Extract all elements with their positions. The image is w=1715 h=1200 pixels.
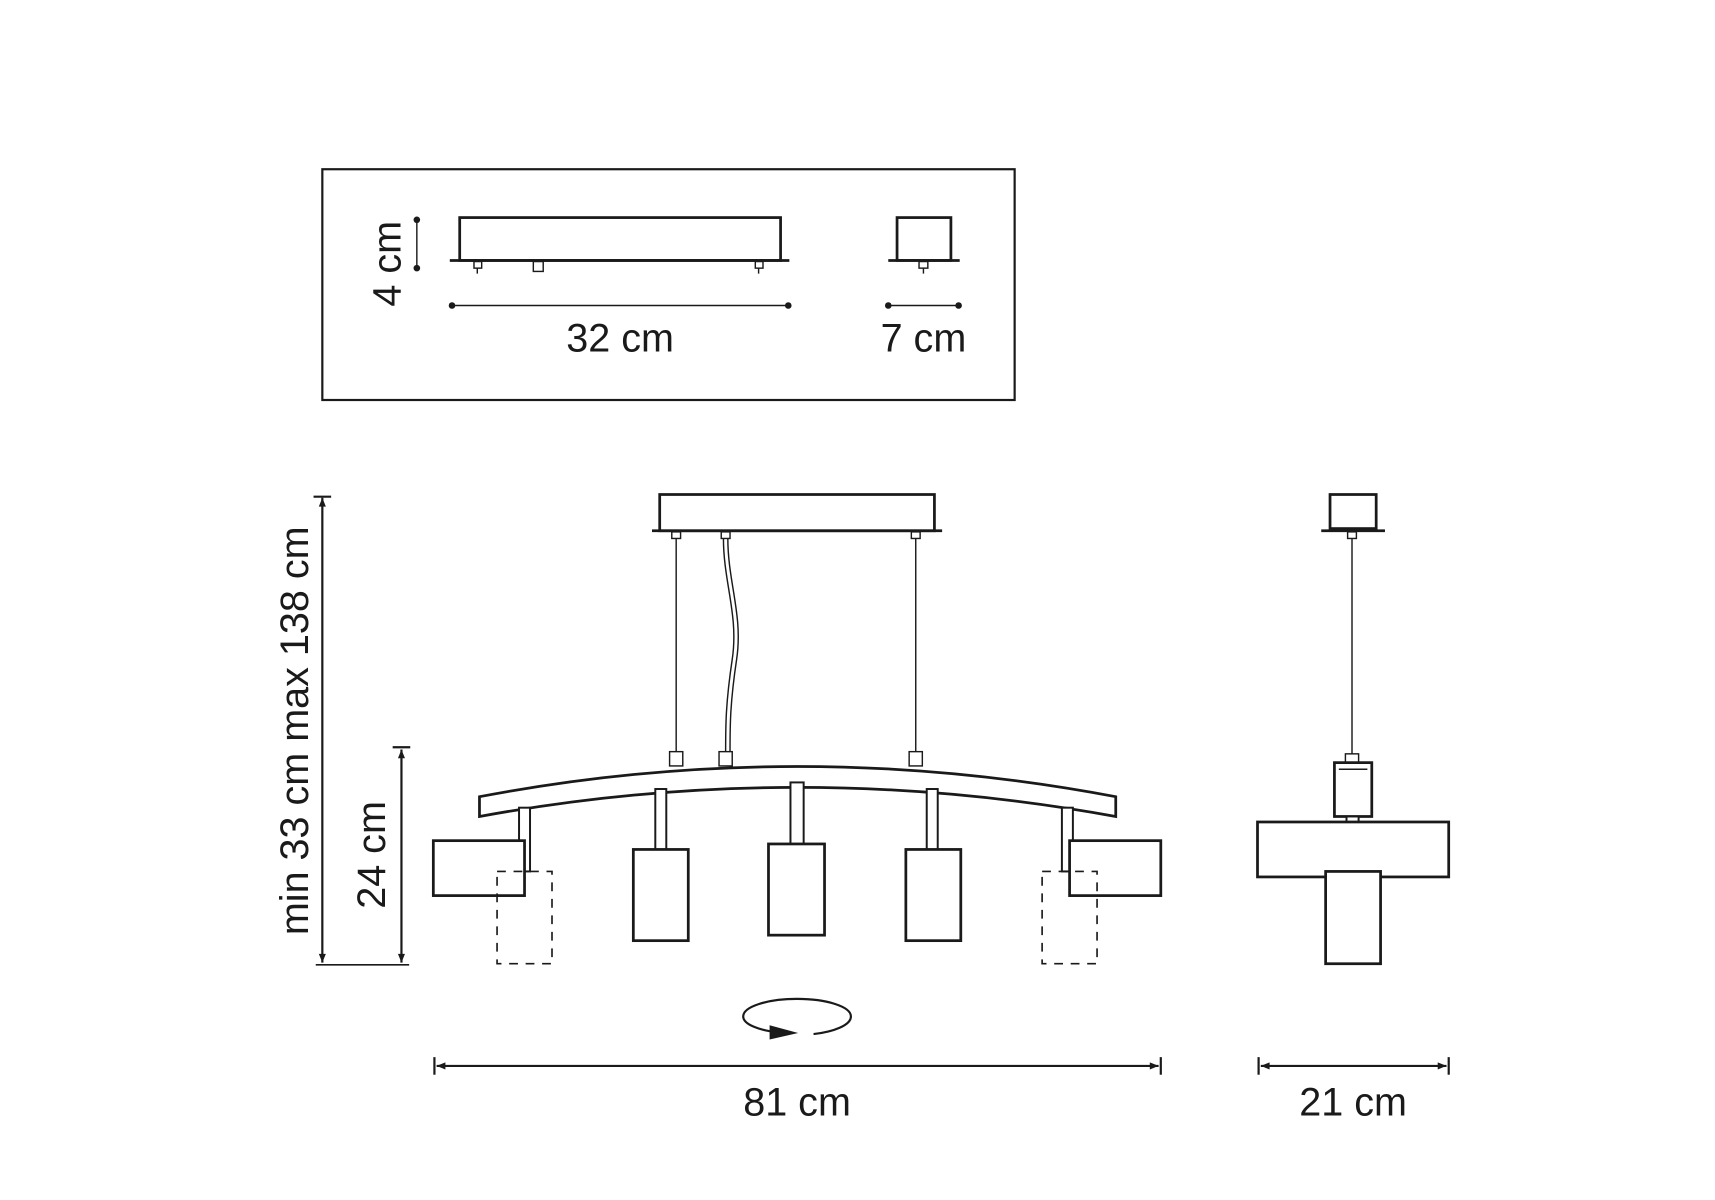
shade-height-label: 24 cm: [350, 801, 394, 909]
long-canopy: [449, 216, 790, 274]
canopy-detail-panel: 4 cm 32 cm 7 cm: [321, 168, 1016, 402]
total-height-label: min 33 cm max 138 cm: [273, 526, 317, 935]
canopy-length-label: 32 cm: [566, 317, 674, 361]
total-width-dimension: 81 cm: [433, 1057, 1162, 1124]
ceiling-canopy: [658, 493, 936, 533]
side-view: 21 cm: [1256, 493, 1451, 1124]
side-width-label: 21 cm: [1299, 1080, 1407, 1124]
canopy-height-dimension: 4 cm: [365, 216, 421, 307]
detail-frame: [321, 168, 1016, 402]
front-view: min 33 cm max 138 cm 24 cm 81 cm: [273, 493, 1163, 1124]
total-height-dimension: min 33 cm max 138 cm: [273, 495, 410, 966]
canopy-height-label: 4 cm: [365, 221, 409, 307]
shade-height-dimension: 24 cm: [350, 746, 411, 963]
canopy-width-dimension: 7 cm: [881, 302, 967, 361]
short-canopy: [888, 216, 960, 274]
suspension-wires: [668, 531, 924, 767]
side-width-dimension: 21 cm: [1257, 1057, 1450, 1124]
total-width-label: 81 cm: [743, 1080, 851, 1124]
rotate-arrow-icon: [742, 997, 853, 1040]
spot-shades: [431, 839, 1163, 965]
canopy-length-dimension: 32 cm: [448, 302, 792, 361]
canopy-width-label: 7 cm: [881, 317, 967, 361]
